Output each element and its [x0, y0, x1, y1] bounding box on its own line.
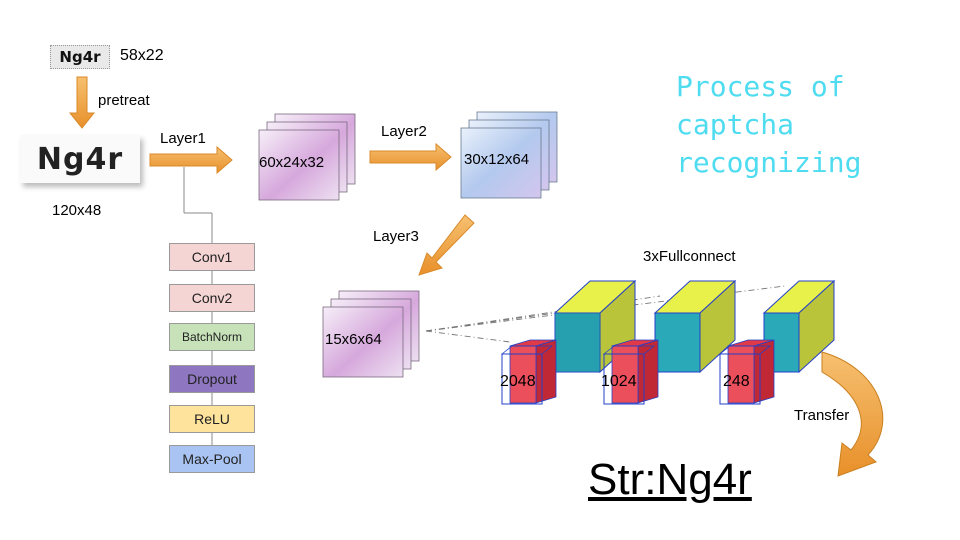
pretreat-label: pretreat	[98, 92, 150, 109]
fm1-label: 60x24x32	[259, 154, 325, 171]
recognition-result: Str:Ng4r	[588, 455, 752, 504]
layer3-label: Layer3	[373, 228, 419, 245]
fc-block-1024	[602, 279, 737, 405]
pretreat-arrow	[68, 76, 96, 129]
layer2-arrow	[369, 142, 452, 172]
captcha-pretreated: Ng4r	[20, 135, 140, 183]
fc-block-248	[718, 279, 836, 405]
original-size-label: 58x22	[120, 47, 164, 64]
diagram-title: Process of captcha recognizing	[676, 70, 862, 179]
fc3-size-label: 248	[723, 373, 750, 390]
op-maxpool: Max-Pool	[169, 445, 255, 473]
fm3-label: 15x6x64	[325, 331, 382, 348]
captcha-input-small: Ng4r	[50, 45, 110, 69]
fm3-sheet-front	[322, 306, 404, 378]
fc-block-2048	[500, 279, 637, 405]
fm2-sheet-front	[460, 127, 542, 199]
fm1-sheet-front	[258, 129, 340, 201]
transfer-label: Transfer	[794, 407, 850, 424]
layer2-label: Layer2	[381, 123, 427, 140]
layer1-arrow	[149, 145, 233, 175]
op-conv1: Conv1	[169, 243, 255, 271]
fc2-size-label: 1024	[601, 373, 637, 390]
transfer-arrow	[821, 351, 884, 477]
layer1-label: Layer1	[160, 130, 206, 147]
op-dropout: Dropout	[169, 365, 255, 393]
layer3-arrow	[418, 214, 475, 276]
op-conv2: Conv2	[169, 284, 255, 312]
fc1-size-label: 2048	[500, 373, 536, 390]
op-batchnorm: BatchNorm	[169, 323, 255, 351]
resized-size-label: 120x48	[52, 202, 102, 219]
fm2-label: 30x12x64	[464, 151, 530, 168]
op-relu: ReLU	[169, 405, 255, 433]
fullconnect-label: 3xFullconnect	[643, 248, 736, 265]
